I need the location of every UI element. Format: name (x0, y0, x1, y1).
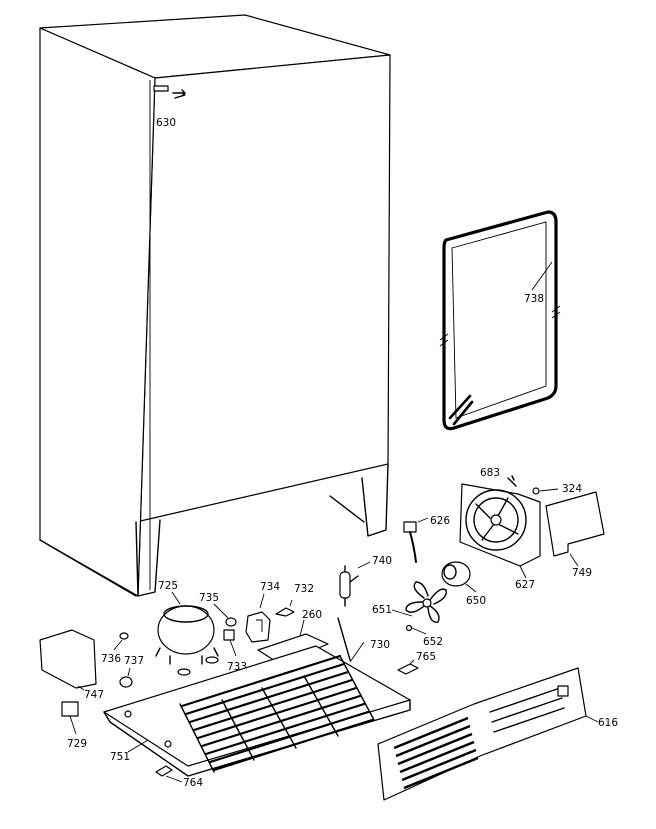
label-650: 650 (466, 595, 486, 607)
part-630: 630 (153, 85, 186, 129)
label-725: 725 (158, 580, 178, 592)
label-616: 616 (598, 717, 618, 729)
label-732: 732 (294, 583, 314, 595)
label-651: 651 (372, 604, 392, 616)
part-747-cover: 747 (39, 629, 104, 701)
label-764: 764 (183, 777, 203, 789)
part-732: 732 (275, 583, 314, 617)
part-764: 764 (155, 765, 203, 789)
part-765: 765 (397, 651, 436, 675)
part-725-compressor: 725 (155, 580, 219, 676)
label-738: 738 (524, 293, 544, 305)
label-749: 749 (572, 567, 592, 579)
label-729: 729 (67, 738, 87, 750)
part-740-thermostat: 740 (339, 555, 392, 607)
label-730: 730 (370, 639, 390, 651)
label-324: 324 (562, 483, 582, 495)
refrigerator-cabinet (39, 14, 391, 597)
part-737: 737 (119, 655, 144, 688)
part-626-connector: 626 (403, 515, 450, 563)
label-652: 652 (423, 636, 443, 648)
label-751: 751 (110, 751, 130, 763)
label-765: 765 (416, 651, 436, 663)
part-650-motor: 650 (441, 561, 486, 607)
part-729: 729 (61, 701, 87, 750)
part-683: 683 (480, 467, 517, 487)
part-616-grille: 616 (377, 667, 618, 801)
label-260: 260 (302, 609, 322, 621)
part-738-gasket: 738 (439, 210, 561, 431)
part-627-fan-bracket: 627 (459, 483, 541, 591)
part-735: 735 (199, 592, 237, 627)
label-736: 736 (101, 653, 121, 665)
part-733: 733 (223, 629, 247, 673)
label-626: 626 (430, 515, 450, 527)
label-740: 740 (372, 555, 392, 567)
part-324: 324 (532, 483, 582, 495)
label-734: 734 (260, 581, 280, 593)
label-747: 747 (84, 689, 104, 701)
label-737: 737 (124, 655, 144, 667)
label-630: 630 (156, 117, 176, 129)
part-736: 736 (101, 632, 129, 665)
part-749-cover: 749 (545, 491, 605, 579)
label-683: 683 (480, 467, 500, 479)
label-735: 735 (199, 592, 219, 604)
part-730-condenser-coil: 730 (179, 617, 390, 773)
part-734-relay: 734 (245, 581, 280, 643)
part-651-652-fan: 651 652 (372, 581, 447, 648)
label-627: 627 (515, 579, 535, 591)
